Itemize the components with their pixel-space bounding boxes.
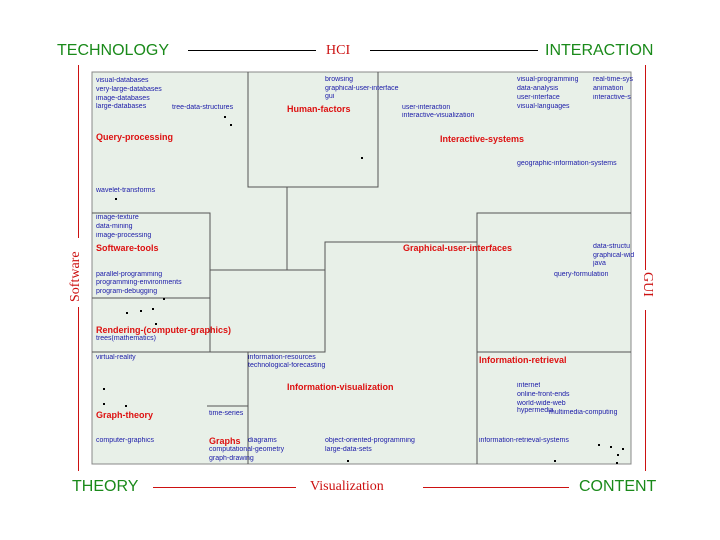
region-label-graphs: Graphs [209,436,241,446]
term-trees-mathematics: trees(mathematics) [96,335,156,342]
region-software-tools [92,212,211,299]
term-tree-data-structures: tree-data-structures [172,104,234,111]
term-geographic-information-systems: geographic-information-systems [517,160,617,167]
term-image-texture: image-texture [96,214,139,221]
term-online-front-ends: online-front-ends [517,391,570,398]
term-image-databases: image-databases [96,95,150,102]
term-time-series: time-series [209,410,244,417]
region-label-interactive-systems: Interactive-systems [440,134,525,144]
term-animation: animation [593,85,624,92]
term-technological-forecasting: technological-forecasting [248,362,326,369]
term-parallel-programming: parallel-programming [96,271,163,278]
treemap-background [91,71,632,465]
document-dot [115,198,117,200]
term-wavelet-transforms: wavelet-transforms [96,187,156,194]
document-dot [155,323,157,325]
top-rule-right [370,50,538,51]
document-dot [230,124,232,126]
term-information-retrieval-systems: information-retrieval-systems [479,437,569,444]
region-label-information-retrieval: Information-retrieval [479,355,567,365]
region-label-human-factors: Human-factors [287,104,351,114]
document-dot [610,446,612,448]
document-dot [103,388,105,390]
term-graphical-wid: graphical-wid [593,252,635,259]
document-dot [347,460,349,462]
left-rule-bottom [78,307,79,471]
term-computer-graphics: computer-graphics [96,437,154,444]
term-data-mining: data-mining [96,223,133,230]
term-virtual-reality: virtual-reality [96,354,136,361]
document-dot [163,298,165,300]
term-object-oriented-programming: object-oriented-programming [325,437,415,444]
treemap-regions [91,71,632,465]
axis-label-visualization: Visualization [310,479,384,495]
term-java: java [593,260,606,267]
treemap: Query-processing Human-factors Interacti… [90,70,635,470]
term-visual-languages: visual-languages [517,103,570,110]
term-hypermedia: hypermedia [517,407,554,414]
term-internet: internet [517,382,541,389]
region-human-factors [247,72,379,188]
term-visual-databases: visual-databases [96,77,149,84]
term-large-databases: large-databases [96,103,147,110]
axis-label-software: Software [68,251,84,302]
term-interactive-visualization: interactive-visualization [402,112,475,119]
axis-label-gui: GUI [639,272,655,297]
bottom-rule-right [423,487,569,488]
term-query-formulation: query-formulation [554,271,609,278]
top-rule-left [188,50,316,51]
term-programming-environments: programming-environments [96,279,182,286]
term-visual-programming: visual-programming [517,76,579,83]
term-very-large-databases: very-large-databases [96,86,162,93]
term-interactive-s: interactive-s [593,94,631,101]
right-rule-top [645,65,646,270]
term-gui: gui [325,93,335,100]
document-dot [616,462,618,464]
term-user-interaction: user-interaction [402,104,451,111]
region-info-vis-top [248,270,326,353]
document-dot [554,460,556,462]
term-graphical-user-interface: graphical-user-interface [325,85,399,92]
left-rule-top [78,65,79,238]
region-label-information-visualization: Information-visualization [287,382,394,392]
term-world-wide-web: world-wide-web [517,400,566,407]
term-large-data-sets: large-data-sets [325,446,372,453]
term-multimedia-computing: multimedia-computing [549,409,618,416]
region-label-gui: Graphical-user-interfaces [403,243,513,253]
term-computational-geometry: computational-geometry [209,446,285,453]
region-gui [287,212,631,271]
document-dot [125,405,127,407]
document-dot [126,312,128,314]
corner-technology: TECHNOLOGY [57,42,170,59]
region-label-rendering: Rendering-(computer-graphics) [96,325,232,335]
term-data-structures: data-structu [593,243,630,250]
term-diagrams: diagrams [248,437,277,444]
document-dot [598,444,600,446]
right-rule-bottom [645,310,646,471]
document-dot [361,157,363,159]
region-label-query-processing: Query-processing [96,132,174,142]
term-image-processing: image-processing [96,232,152,239]
document-dot [103,403,105,405]
document-dot [152,308,154,310]
term-graph-drawing: graph-drawing [209,455,254,462]
term-user-interface: user-interface [517,94,560,101]
term-information-resources: information-resources [248,354,316,361]
document-dot [224,116,226,118]
document-dot [622,448,624,450]
region-label-graph-theory: Graph-theory [96,410,154,420]
bottom-rule-left [153,487,296,488]
term-real-time-systems: real-time-sys [593,76,634,83]
corner-interaction: INTERACTION [545,42,654,59]
axis-label-hci: HCI [326,43,351,59]
term-program-debugging: program-debugging [96,288,158,295]
corner-theory: THEORY [72,478,139,495]
corner-content: CONTENT [579,478,657,495]
document-dot [617,454,619,456]
term-data-analysis: data-analysis [517,85,559,92]
region-label-software-tools: Software-tools [96,243,159,253]
term-browsing: browsing [325,76,354,83]
document-dot [140,310,142,312]
